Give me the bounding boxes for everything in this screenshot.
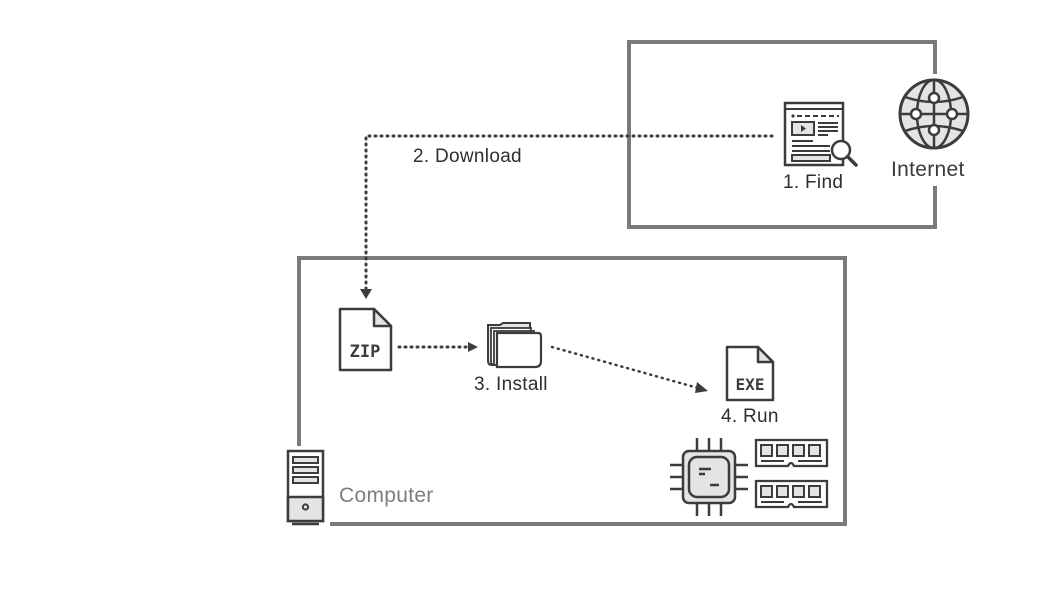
zip-file-icon: ZIP bbox=[338, 307, 393, 372]
globe-network-icon bbox=[898, 78, 970, 150]
ram-icon bbox=[754, 438, 829, 468]
cpu-icon bbox=[670, 438, 748, 516]
exe-file-icon: EXE bbox=[725, 345, 775, 402]
computer-tower-icon bbox=[286, 449, 325, 526]
folder-icon bbox=[487, 322, 543, 369]
exe-file-text: EXE bbox=[736, 375, 765, 394]
step-download-label: 2. Download bbox=[413, 146, 522, 167]
computer-label: Computer bbox=[339, 484, 434, 507]
step-find-label: 1. Find bbox=[783, 172, 844, 193]
web-search-icon bbox=[783, 101, 858, 167]
internet-label: Internet bbox=[891, 158, 965, 181]
computer-container bbox=[297, 256, 847, 526]
step-run-label: 4. Run bbox=[721, 406, 779, 427]
ram-icon bbox=[754, 479, 829, 509]
step-install-label: 3. Install bbox=[474, 374, 548, 395]
zip-file-text: ZIP bbox=[350, 342, 381, 362]
